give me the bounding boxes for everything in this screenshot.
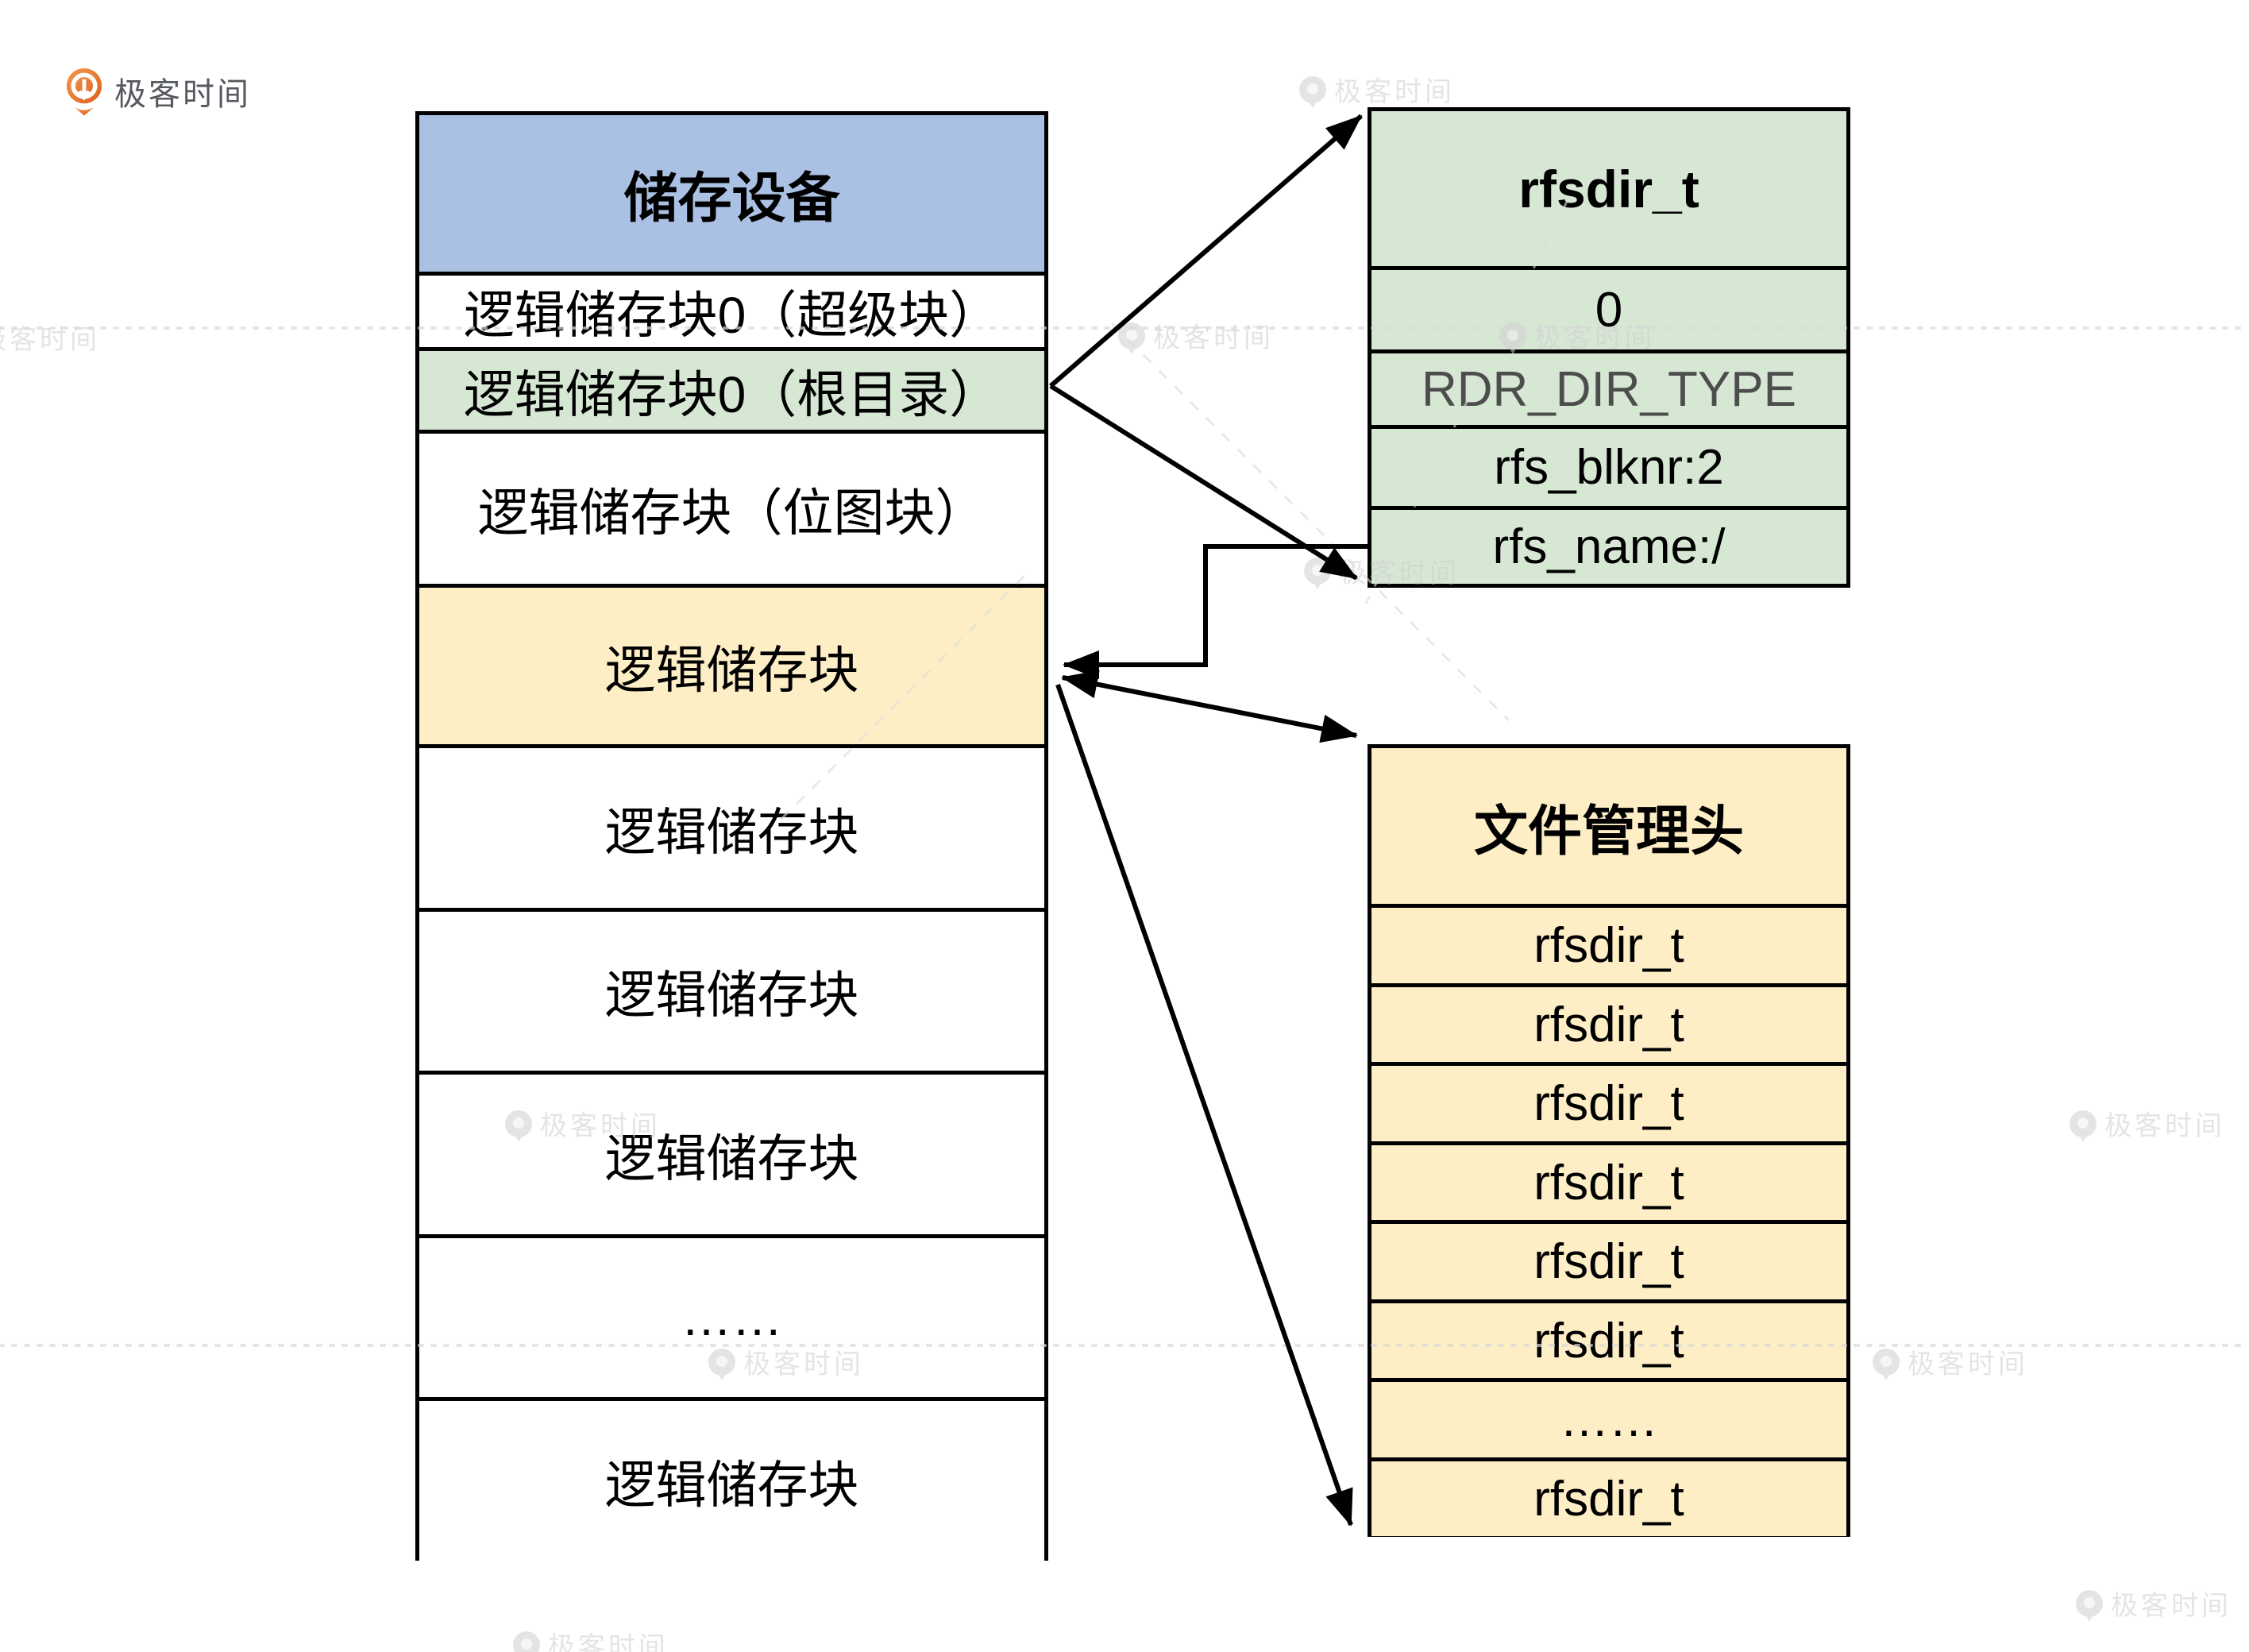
table-row-rfsdir: rfsdir_t [1371, 1224, 1846, 1303]
table-row-rfsdir: rfsdir_t [1371, 1066, 1846, 1145]
table-row-rfsdir: rfsdir_t [1371, 1461, 1846, 1536]
watermark-pin-icon [1304, 557, 1331, 589]
geektime-logo: 极客时间 [64, 67, 251, 116]
table-row-datablock: 逻辑储存块 [419, 1075, 1044, 1238]
file-management-header-table: 文件管理头 rfsdir_t rfsdir_t rfsdir_t rfsdir_… [1368, 744, 1850, 1537]
arrow-logical-block-to-last-rfsdir [1055, 684, 1353, 1527]
table-row-rfsdir: rfsdir_t [1371, 987, 1846, 1066]
table-row-rfsdir: rfsdir_t [1371, 1145, 1846, 1224]
table-row-rootdir: 逻辑储存块0（根目录） [419, 351, 1044, 434]
rfsdir-table-title: rfsdir_t [1371, 111, 1846, 270]
watermark: 极客时间 [1873, 1342, 2028, 1381]
file-header-title: 文件管理头 [1371, 748, 1846, 908]
table-row-rfsdir: rfsdir_t [1371, 1303, 1846, 1382]
watermark: 极客时间 [1118, 316, 1274, 355]
watermark: 极客时间 [708, 1342, 864, 1381]
watermark: 极客时间 [1304, 551, 1460, 590]
storage-table-title: 储存设备 [419, 115, 1044, 276]
watermark: 极客时间 [1499, 316, 1655, 355]
geektime-pin-icon [66, 68, 102, 116]
watermark: 极客时间 [2076, 1584, 2232, 1623]
table-row-rfsdir: rfsdir_t [1371, 908, 1846, 987]
table-row-superblock: 逻辑储存块0（超级块） [419, 276, 1044, 351]
table-row-dirtype: RDR_DIR_TYPE [1371, 353, 1846, 429]
watermark-pin-icon [505, 1110, 532, 1142]
watermark-pin-icon [2070, 1110, 2097, 1142]
watermark-pin-icon [1299, 75, 1326, 108]
watermark: 极客时间 [513, 1625, 669, 1652]
watermark-pin-icon [1873, 1348, 1900, 1380]
table-row-datablock: 逻辑储存块 [419, 588, 1044, 748]
table-row-ellipsis: …… [1371, 1382, 1846, 1461]
watermark-pin-icon [1499, 322, 1526, 354]
table-row-datablock: 逻辑储存块 [419, 748, 1044, 912]
table-row-datablock: 逻辑储存块 [419, 912, 1044, 1075]
table-row-datablock: 逻辑储存块 [419, 1401, 1044, 1561]
watermark-pin-icon [2076, 1589, 2103, 1622]
watermark: 极客时间 [2070, 1104, 2225, 1143]
watermark: 极客时间 [0, 325, 100, 355]
storage-device-table: 储存设备 逻辑储存块0（超级块） 逻辑储存块0（根目录） 逻辑储存块（位图块） … [415, 111, 1048, 1561]
watermark: 极客时间 [505, 1104, 661, 1143]
watermark-pin-icon [1118, 322, 1145, 354]
geektime-logo-text: 极客时间 [114, 77, 251, 112]
table-row-ellipsis: …… [419, 1238, 1044, 1401]
arrow-logical-block-to-file-header [1061, 670, 1358, 743]
arrow-rootdir-to-rfsdir-bottom [1049, 384, 1358, 581]
watermark-pin-icon [513, 1631, 540, 1652]
table-row-bitmapblock: 逻辑储存块（位图块） [419, 434, 1044, 588]
watermark-pin-icon [708, 1348, 735, 1380]
watermark: 极客时间 [1299, 70, 1455, 109]
table-row-rfsblknr: rfs_blknr:2 [1371, 429, 1846, 510]
